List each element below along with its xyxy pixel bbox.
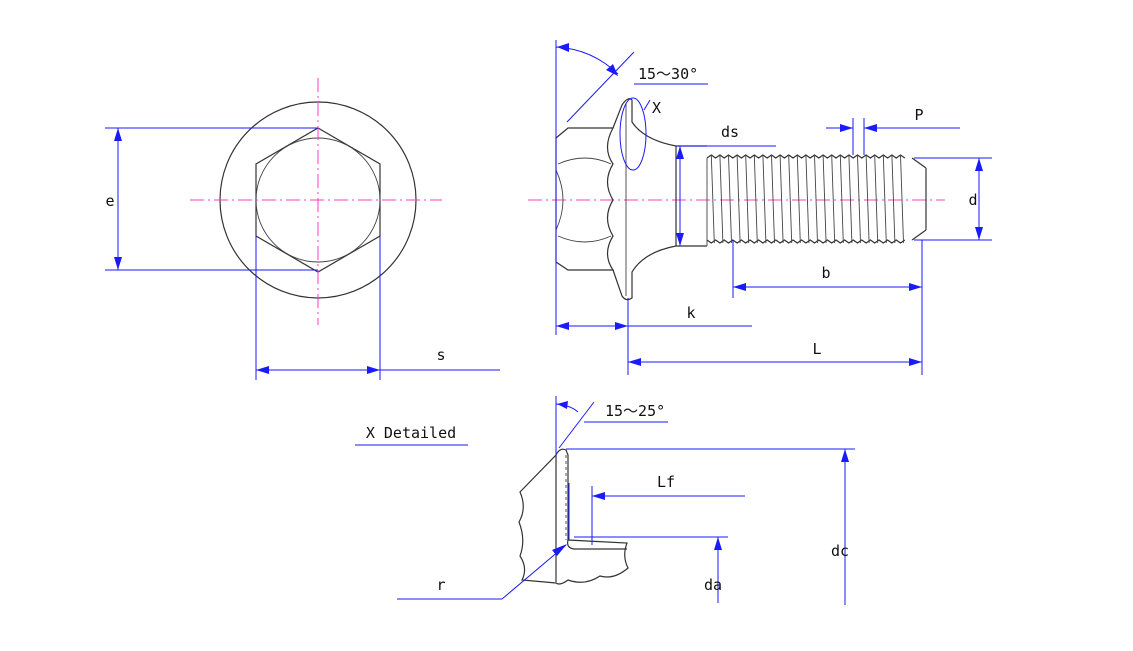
dimension-s — [255, 236, 500, 380]
label-x-marker: X — [652, 99, 661, 117]
dimension-l — [628, 358, 922, 366]
label-r: r — [436, 576, 445, 594]
label-l: L — [812, 340, 821, 358]
flange — [612, 98, 677, 301]
thread-crest-line — [848, 154, 853, 244]
thread-crest-line — [779, 154, 784, 244]
label-angle-detail: 15～25° — [605, 402, 665, 420]
label-p: P — [914, 106, 923, 124]
dimension-e — [105, 127, 318, 271]
thread-crest-line — [822, 154, 827, 244]
thread-crest-line — [805, 154, 810, 244]
label-ds: ds — [721, 123, 739, 141]
thread-crest-line — [839, 154, 844, 244]
label-b: b — [821, 264, 830, 282]
thread-crest-line — [857, 154, 861, 244]
thread-crest-line — [719, 154, 724, 244]
thread-crest-line — [736, 154, 741, 244]
thread-crest-line — [788, 154, 793, 244]
label-d: d — [968, 191, 977, 209]
dimension-angle-detail — [555, 396, 668, 455]
hex-head — [555, 127, 615, 271]
label-angle-head: 15～30° — [638, 65, 698, 83]
detail-flange-section — [518, 448, 629, 585]
dimension-angle-head — [555, 40, 708, 335]
detail-title: X Detailed — [366, 424, 456, 442]
label-dc: dc — [831, 542, 849, 560]
dimension-k — [556, 298, 752, 375]
dimension-d — [914, 157, 992, 241]
label-k: k — [686, 304, 695, 322]
end-view: e s — [105, 78, 500, 380]
thread-crest-line — [900, 154, 904, 244]
thread-crest-line — [874, 154, 879, 244]
thread-crest-line — [710, 154, 715, 244]
dimension-r — [397, 544, 567, 600]
label-lf: Lf — [657, 473, 675, 491]
dimension-lf — [568, 483, 745, 545]
thread-section — [706, 154, 927, 246]
dimension-b — [732, 240, 923, 375]
dimension-da — [574, 536, 728, 603]
thread-crest-line — [762, 154, 767, 244]
detail-x-view: X Detailed 15～25° Lf dc — [355, 396, 855, 605]
thread-crest-line — [728, 154, 732, 244]
detail-x-ellipse — [619, 97, 647, 171]
thread-crest-line — [814, 154, 818, 244]
thread-crest-line — [882, 154, 887, 244]
thread-crest-line — [865, 154, 870, 244]
thread-crest-line — [831, 154, 836, 244]
label-s: s — [436, 346, 445, 364]
thread-crest-line — [745, 154, 750, 244]
label-da: da — [704, 576, 722, 594]
thread-crest-line — [796, 154, 801, 244]
thread-crest-line — [753, 154, 758, 244]
thread-crest-line — [771, 154, 775, 244]
dimension-dc — [566, 448, 855, 605]
label-e: e — [105, 192, 114, 210]
dimension-p — [826, 118, 960, 155]
dimension-ds — [676, 145, 776, 246]
thread-crest-line — [891, 154, 896, 244]
side-view: X 15～30° ds P — [528, 40, 992, 375]
